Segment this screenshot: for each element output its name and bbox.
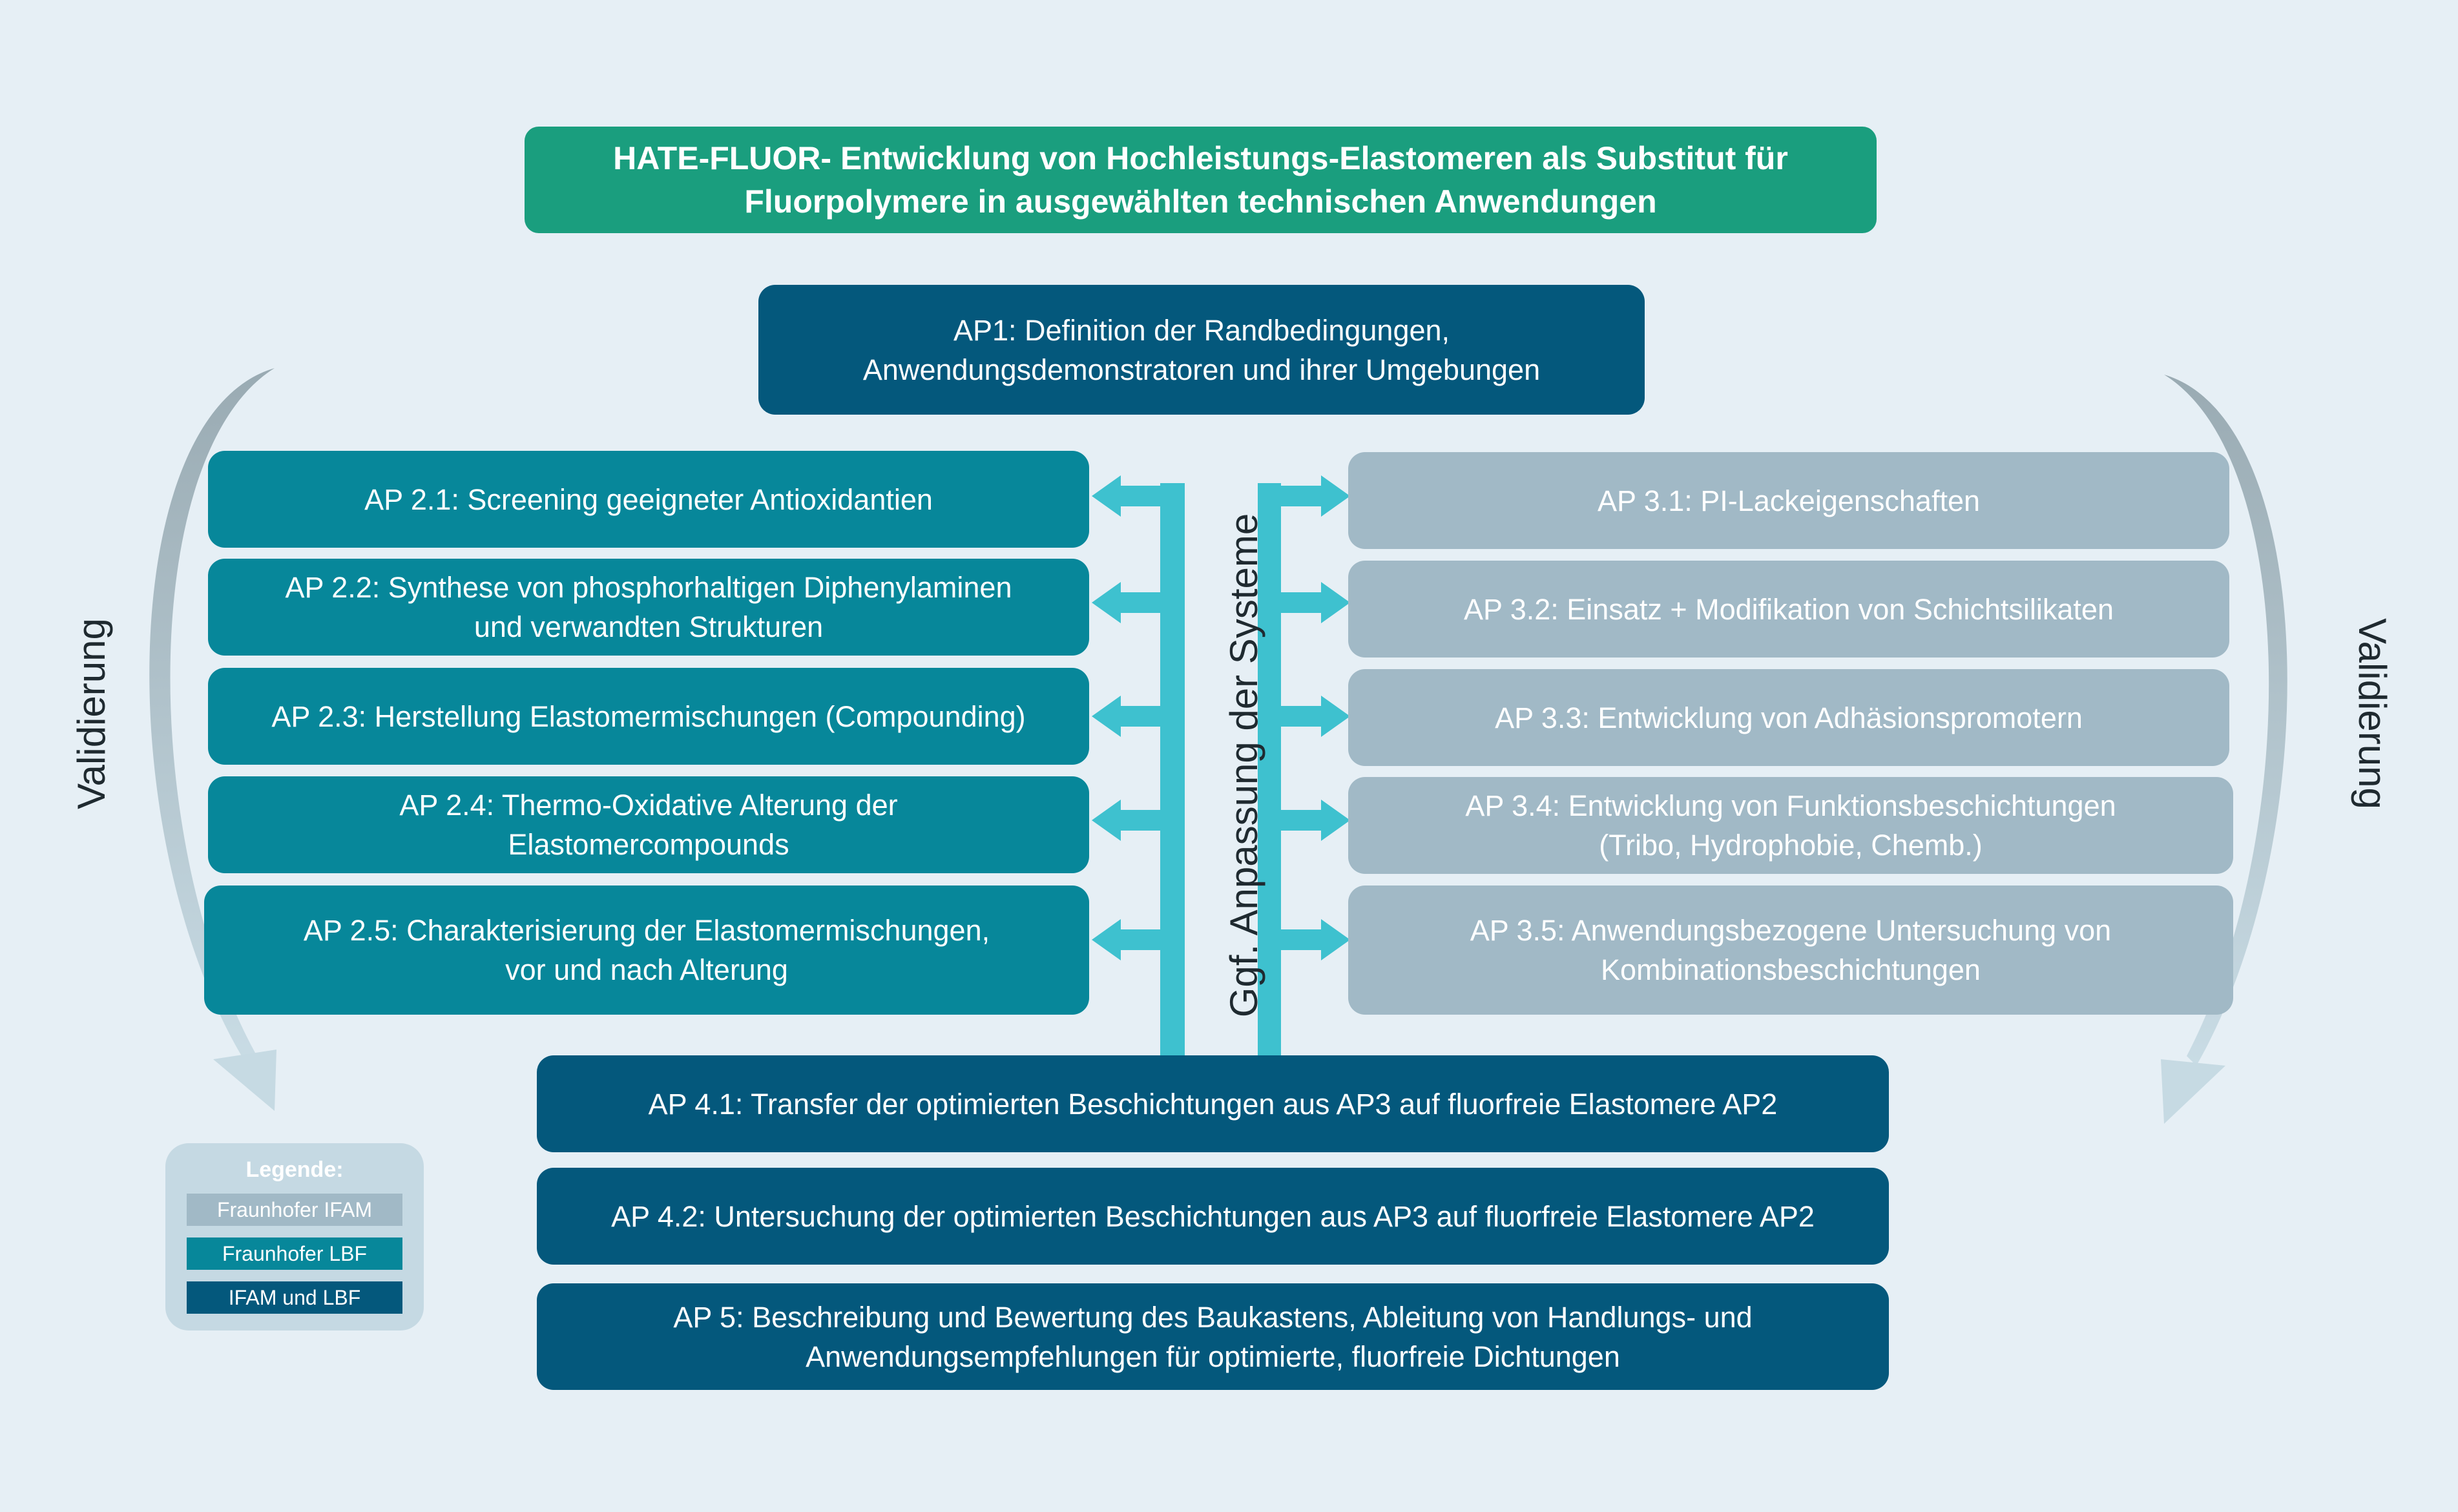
work-package-ap3-2: AP 3.2: Einsatz + Modifikation von Schic…	[1348, 561, 2229, 658]
validation-label-left: Validierung	[69, 618, 113, 809]
legend-item-ifam: Fraunhofer IFAM	[187, 1194, 402, 1226]
work-package-ap2-1: AP 2.1: Screening geeigneter Antioxidant…	[208, 451, 1089, 548]
validation-label-right: Validierung	[2351, 618, 2395, 809]
system-adjustment-label: Ggf. Anpassung der Systeme	[1222, 513, 1265, 1018]
legend-title: Legende:	[245, 1157, 344, 1182]
work-package-ap2-4: AP 2.4: Thermo-Oxidative Alterung der El…	[208, 776, 1089, 873]
work-package-ap3-3: AP 3.3: Entwicklung von Adhäsionspromote…	[1348, 669, 2229, 766]
work-package-ap2-5: AP 2.5: Charakterisierung der Elastomerm…	[204, 885, 1089, 1015]
work-package-ap2-2: AP 2.2: Synthese von phosphorhaltigen Di…	[208, 559, 1089, 656]
work-package-ap4-1: AP 4.1: Transfer der optimierten Beschic…	[537, 1055, 1889, 1152]
work-package-ap2-3: AP 2.3: Herstellung Elastomermischungen …	[208, 668, 1089, 765]
work-package-ap4-2: AP 4.2: Untersuchung der optimierten Bes…	[537, 1168, 1889, 1265]
work-package-ap1: AP1: Definition der Randbedingungen, Anw…	[758, 285, 1645, 415]
validation-arrow-right	[2161, 339, 2287, 1124]
work-package-ap5: AP 5: Beschreibung und Bewertung des Bau…	[537, 1283, 1889, 1390]
work-package-ap3-4: AP 3.4: Entwicklung von Funktionsbeschic…	[1348, 777, 2233, 874]
validation-arrow-left	[149, 333, 276, 1111]
work-package-ap3-1: AP 3.1: PI-Lackeigenschaften	[1348, 452, 2229, 549]
project-title: HATE-FLUOR- Entwicklung von Hochleistung…	[525, 127, 1877, 233]
legend-item-ifam-lbf: IFAM und LBF	[187, 1281, 402, 1314]
work-package-ap3-5: AP 3.5: Anwendungsbezogene Untersuchung …	[1348, 885, 2233, 1015]
legend-item-lbf: Fraunhofer LBF	[187, 1238, 402, 1270]
connector-left	[1092, 475, 1185, 1055]
connector-right	[1258, 475, 1350, 1055]
